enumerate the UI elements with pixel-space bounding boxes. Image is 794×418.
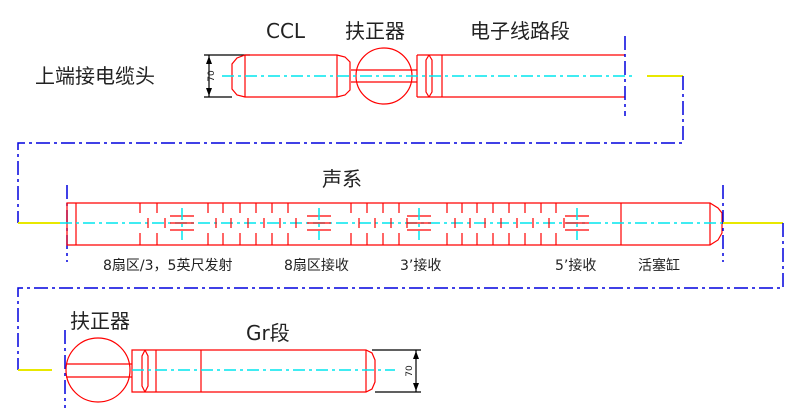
cable-head-label: 上端接电缆头	[35, 64, 155, 88]
bottom-row: 扶正器 Gr段 70	[18, 309, 421, 408]
ccl-label: CCL	[266, 19, 306, 43]
connection-path-2	[17, 223, 784, 370]
label-3ft-receiver: 3’接收	[400, 257, 441, 274]
dimension-bottom: 70	[372, 349, 421, 393]
centralizer-label-bottom: 扶正器	[70, 309, 130, 333]
diameter-label-bottom: 70	[405, 365, 415, 377]
dimension-top: 70	[204, 54, 250, 98]
acoustic-body	[66, 202, 723, 246]
middle-row: 声系 8扇区/3，5英尺发射 8扇区接收 3’接收 5’接收 活塞缸	[17, 167, 784, 370]
electronics-label: 电子线路段	[470, 19, 570, 43]
top-row: 上端接电缆头 CCL 扶正器 电子线路段 70	[17, 19, 684, 223]
gr-section	[131, 349, 376, 393]
label-8-sector-receiver: 8扇区接收	[284, 257, 349, 274]
receiver-ticks	[139, 203, 565, 245]
centralizer-label-top: 扶正器	[345, 19, 405, 43]
transmitters	[170, 208, 589, 240]
label-piston: 活塞缸	[638, 257, 680, 274]
diameter-label-top: 70	[207, 70, 217, 82]
acoustic-label: 声系	[322, 167, 362, 191]
gr-label: Gr段	[246, 321, 290, 345]
label-transmitter: 8扇区/3，5英尺发射	[103, 257, 232, 274]
connection-path-1	[17, 76, 684, 223]
centralizer-bottom	[65, 337, 132, 403]
label-5ft-receiver: 5’接收	[555, 257, 596, 274]
